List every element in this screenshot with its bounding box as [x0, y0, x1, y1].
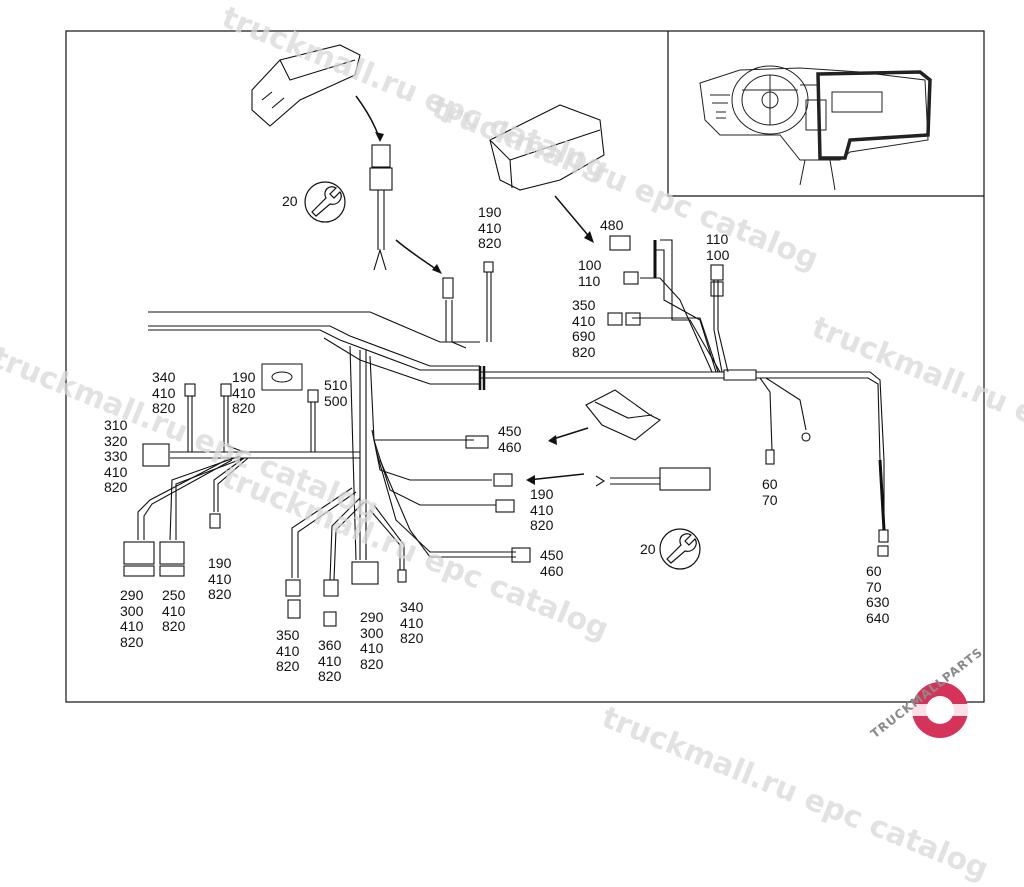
- callout-connector: 190 410 820: [208, 555, 232, 602]
- brand-logo: [910, 682, 970, 738]
- wrench-tool-icon: [304, 181, 701, 570]
- callout-connector: 350 410 690 820: [572, 297, 596, 360]
- callout-connector: 290 300 410 820: [120, 587, 144, 650]
- wiring-harness-diagram: [65, 30, 985, 738]
- callout-connector: 340 410 820: [152, 369, 176, 416]
- callout-connector: 190 410 820: [232, 369, 256, 416]
- main-harness: [148, 311, 889, 557]
- callout-connector: 350 410 820: [276, 627, 300, 674]
- callout-connector: 250 410 820: [162, 587, 186, 634]
- diagram-frame: [65, 30, 985, 703]
- callout-connector: 60 70: [762, 476, 778, 508]
- callout-connector: 190 410 820: [478, 204, 502, 251]
- callout-connector: 60 70 630 640: [866, 563, 890, 626]
- callout-connector: 480: [600, 217, 624, 233]
- callout-tool: 20: [640, 541, 656, 557]
- callout-connector: 450 460: [540, 547, 564, 579]
- callout-connector: 190 410 820: [530, 486, 554, 533]
- callout-connector: 510 500: [324, 377, 348, 409]
- callout-connector: 360 410 820: [318, 637, 342, 684]
- component-sketches: [251, 44, 711, 491]
- dashboard-inset: [699, 65, 932, 191]
- callout-connector: 110 100: [706, 231, 730, 263]
- arrow-icon: [355, 95, 593, 481]
- callout-connector: 310 320 330 410 820: [104, 417, 128, 495]
- callout-tool: 20: [282, 193, 298, 209]
- callout-connector: 100 110: [578, 257, 602, 289]
- inset-frame: [667, 31, 984, 197]
- callout-connector: 450 460: [498, 423, 522, 455]
- callout-connector: 290 300 410 820: [360, 609, 384, 672]
- callout-connector: 340 410 820: [400, 599, 424, 646]
